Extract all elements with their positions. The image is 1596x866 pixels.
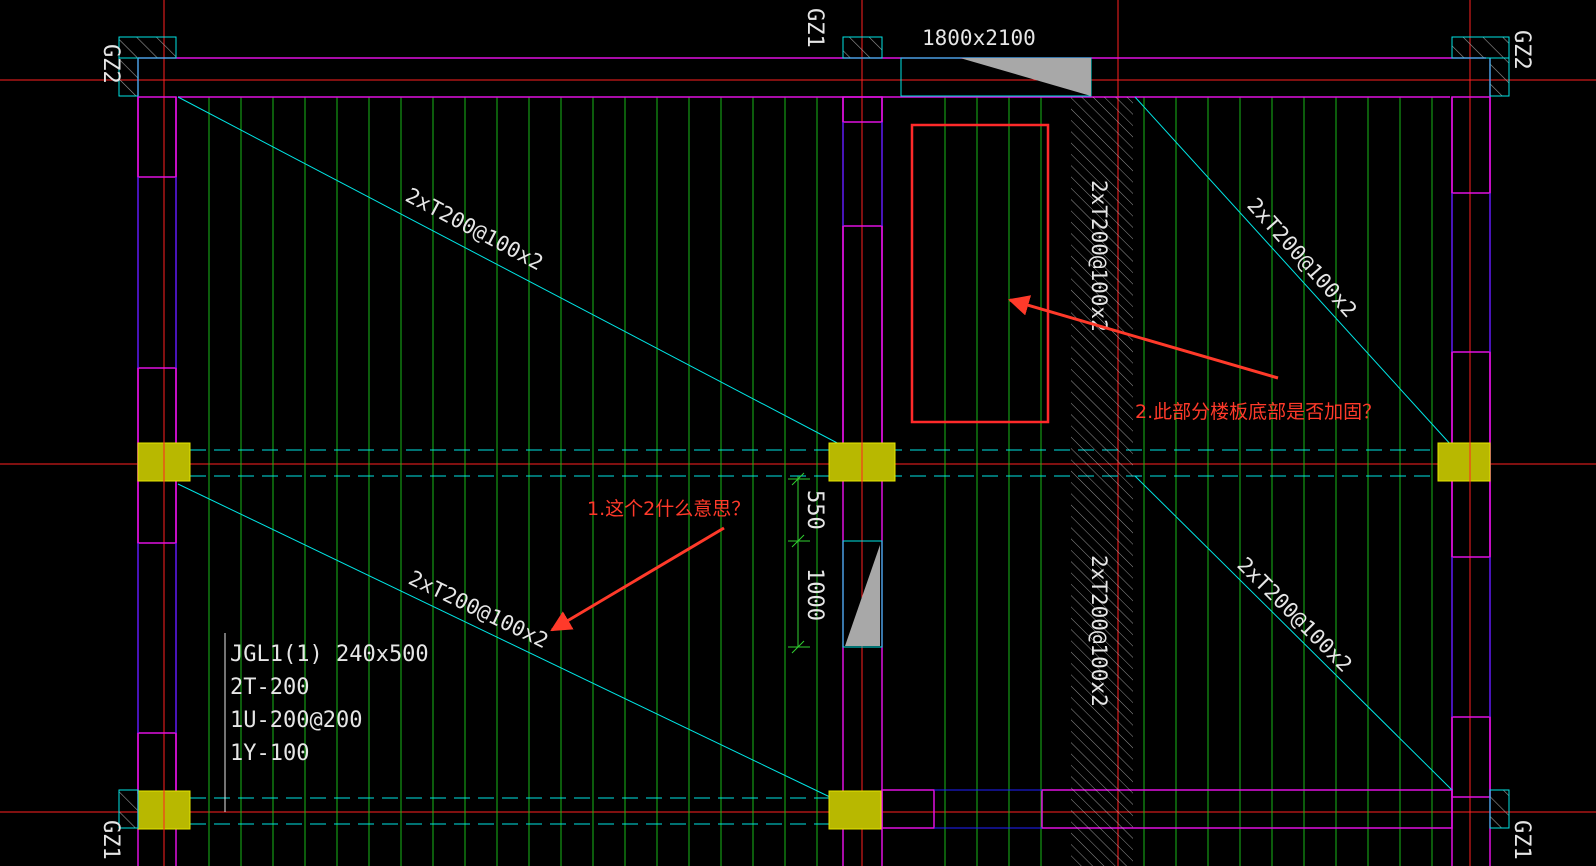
beam-note-line3: 1U-200@200	[230, 708, 362, 733]
gz-block-top-right	[1451, 36, 1510, 59]
column-bottom-center	[828, 790, 882, 830]
annotation-arrow-2	[1007, 295, 1279, 380]
gz-block-top-middle	[842, 36, 883, 59]
highlight-box	[910, 123, 1050, 424]
wall-segment	[842, 96, 883, 123]
annotation-question-1: 1.这个2什么意思？	[587, 498, 750, 520]
wall-bottom-band	[881, 789, 935, 829]
gz-block-bottom-right	[1489, 789, 1510, 829]
span-diagonal-upper-left	[177, 96, 844, 447]
door-swing-mid	[845, 545, 880, 646]
bar-label-upper-left: 2xT200@100x2	[402, 183, 547, 275]
dimension-upper: 550	[802, 490, 827, 530]
blue-wall-lines	[137, 122, 1491, 829]
gz-block-top-right-side	[1489, 57, 1510, 97]
span-diagonal-lower-left	[177, 483, 833, 799]
beam-note-line2: 2T-200	[230, 675, 309, 700]
opening-frame-mid	[842, 540, 883, 648]
slab-steel-bars	[208, 97, 1433, 866]
column-mid-right	[1437, 442, 1491, 482]
gz-block-top-left-side	[118, 57, 139, 97]
opening-label: 1800x2100	[922, 26, 1036, 50]
walls	[137, 57, 1491, 866]
wall-segment	[1451, 716, 1491, 798]
wall-segment	[137, 96, 177, 178]
bar-label-lower-right: 2xT200@100x2	[1232, 553, 1356, 677]
beam-note-line1: JGL1(1) 240x500	[230, 642, 429, 667]
beam-note-line4: 1Y-100	[230, 741, 309, 766]
column-tag-bottom-left: GZ1	[98, 820, 123, 860]
beam-lines	[177, 57, 1453, 825]
dimension-lower: 1000	[802, 568, 827, 621]
annotation-question-2: 2.此部分楼板底部是否加固？	[1135, 401, 1381, 423]
column-tag-bottom-right: GZ1	[1509, 820, 1534, 860]
door-swing-top	[960, 58, 1091, 96]
bar-label-lower-left: 2xT200@100x2	[405, 566, 552, 653]
dimension-line	[788, 472, 810, 654]
bar-label-vertical-lower: 2xT200@100x2	[1087, 555, 1111, 707]
wall-bottom-band	[1041, 789, 1453, 829]
column-tag-top-right: GZ2	[1509, 30, 1534, 70]
bar-label-upper-right: 2xT200@100x2	[1242, 193, 1361, 322]
bar-label-vertical-upper: 2xT200@100x2	[1087, 180, 1111, 332]
span-diagonal-lower-right	[1134, 475, 1453, 791]
span-diagonal-upper-right	[1134, 96, 1453, 447]
column-tag-top-middle: GZ1	[802, 8, 827, 48]
gz-block-top-left	[118, 36, 177, 59]
annotation-arrow-1	[550, 526, 725, 632]
column-tag-top-left: GZ2	[98, 44, 123, 84]
gz-column-blocks	[118, 36, 1510, 829]
wall-segment	[137, 732, 177, 794]
gz-block-bottom-left	[118, 789, 139, 829]
wall-segment	[1451, 96, 1491, 194]
hatch-strip	[1071, 97, 1133, 866]
column-crosshairs	[163, 438, 1471, 834]
